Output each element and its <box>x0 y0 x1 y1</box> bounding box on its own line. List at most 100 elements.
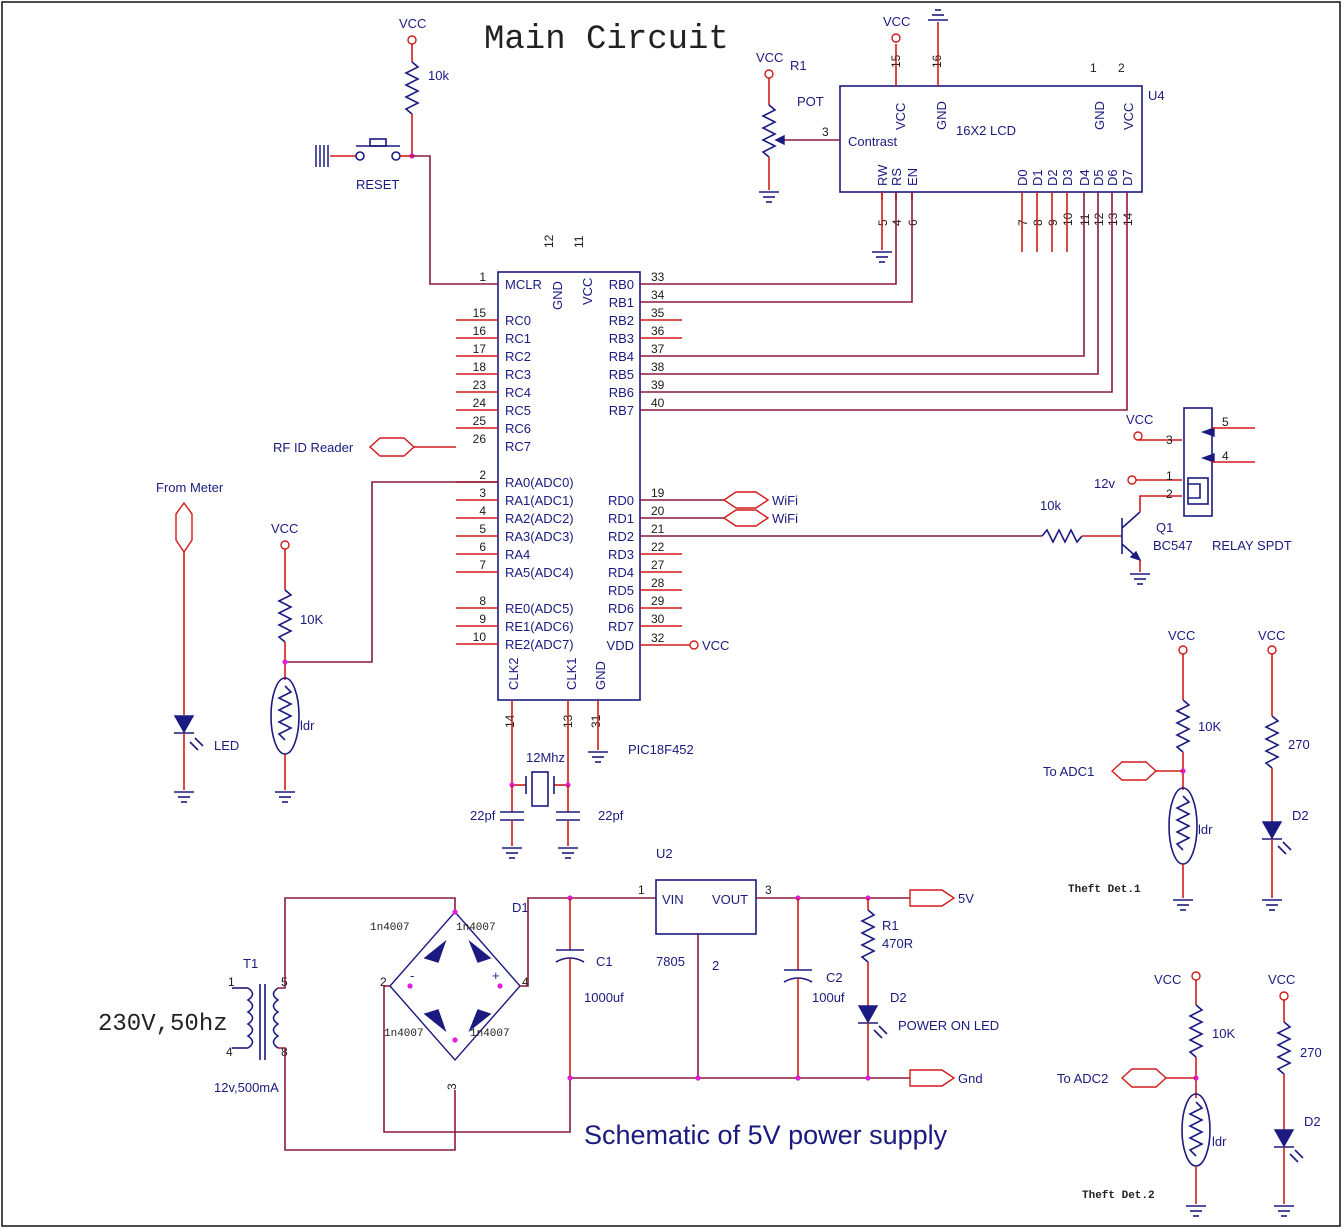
relay-pin-3: 3 <box>1166 433 1173 447</box>
pin-num: 19 <box>651 486 665 500</box>
reg-part: 7805 <box>656 954 685 969</box>
bridge-d3: 1n4007 <box>384 1028 424 1040</box>
q1-part: BC547 <box>1153 538 1193 553</box>
relay-pin-1: 1 <box>1166 469 1173 483</box>
vcc-d2-2-label: VCC <box>1268 972 1295 987</box>
pin-num: 36 <box>651 324 665 338</box>
c2-value: 100uf <box>812 990 845 1005</box>
pin-num: 8 <box>479 594 486 608</box>
c1-value: 1000uf <box>584 990 624 1005</box>
c1-label: C1 <box>596 954 613 969</box>
pin-num: 27 <box>651 558 665 572</box>
power-led-label: POWER ON LED <box>898 1018 999 1033</box>
lcd-pin-num: 13 <box>1106 212 1120 226</box>
bridge-pin-3: 3 <box>445 1083 459 1090</box>
pin-label: RB5 <box>609 367 634 382</box>
pin-num: 38 <box>651 360 665 374</box>
bridge-d2: 1n4007 <box>456 922 496 934</box>
lcd-pin-num: 5 <box>876 219 890 226</box>
pin-label: RB1 <box>609 295 634 310</box>
pin-clk2: CLK2 <box>506 657 521 690</box>
pin-gnd-bottom: GND <box>593 661 608 690</box>
pin-num: 30 <box>651 612 665 626</box>
c2-label: C2 <box>826 970 843 985</box>
lcd-pin-num: 10 <box>1061 212 1075 226</box>
pin-label: RD4 <box>608 565 634 580</box>
mains-label: 230V,50hz <box>98 1011 228 1038</box>
pin-num: 3 <box>479 486 486 500</box>
pin-label: RB2 <box>609 313 634 328</box>
pin-num: 21 <box>651 522 665 536</box>
lcd-pin-num: 6 <box>906 219 920 226</box>
pin-label: RC7 <box>505 439 531 454</box>
lcd-pin-num: 8 <box>1031 219 1045 226</box>
lcd-pin-num: 9 <box>1046 219 1060 226</box>
vcc-lcd-label: VCC <box>883 14 910 29</box>
mcu-name: PIC18F452 <box>628 742 694 757</box>
pin-label: RA0(ADC0) <box>505 475 574 490</box>
pin-num: 23 <box>473 378 487 392</box>
meter-led: From Meter LED <box>156 480 239 803</box>
theft-detector-2: VCC 10K To ADC2 ldr Theft Det.2 VCC 270 … <box>1057 971 1322 1217</box>
relay-pin-2: 2 <box>1166 487 1173 501</box>
lcd-pin-label: D0 <box>1015 169 1030 186</box>
wifi-label-1: WiFi <box>772 493 798 508</box>
theft1-label: Theft Det.1 <box>1068 884 1141 896</box>
t1-rating: 12v,500mA <box>214 1080 279 1095</box>
cap1-label: 22pf <box>470 808 496 823</box>
lcd-pin-1: 1 <box>1090 61 1097 75</box>
t1-label: T1 <box>243 956 258 971</box>
reg-pin-1: 1 <box>638 883 645 897</box>
lcd-vcc-2: VCC <box>1121 103 1136 130</box>
pin-label: RC0 <box>505 313 531 328</box>
pin-num-12: 12 <box>542 234 556 248</box>
pin-num: 4 <box>479 504 486 518</box>
pin-label: RD5 <box>608 583 634 598</box>
pin-num: 5 <box>479 522 486 536</box>
pin-num: 29 <box>651 594 665 608</box>
d2-2-label: D2 <box>1304 1114 1321 1129</box>
reset-label[interactable]: RESET <box>356 177 399 192</box>
vdd-vcc-label: VCC <box>702 638 729 653</box>
lcd-ref: U4 <box>1148 88 1165 103</box>
pin-num: 35 <box>651 306 665 320</box>
theft2-label: Theft Det.2 <box>1082 1190 1155 1202</box>
pin-label: RA3(ADC3) <box>505 529 574 544</box>
bridge-ref: D1 <box>512 900 529 915</box>
vcc-reset-label: VCC <box>399 16 426 31</box>
pin-num: 25 <box>473 414 487 428</box>
out-gnd: Gnd <box>958 1071 983 1086</box>
lcd-pin-16: 16 <box>930 54 944 68</box>
wifi-label-2: WiFi <box>772 511 798 526</box>
pin-num: 15 <box>473 306 487 320</box>
pin-label: RC2 <box>505 349 531 364</box>
bridge-pin-2: 2 <box>380 975 387 989</box>
pin-num: 40 <box>651 396 665 410</box>
theft2-resistor: 10K <box>1212 1026 1235 1041</box>
pin-label: RA2(ADC2) <box>505 511 574 526</box>
psu-subtitle: Schematic of 5V power supply <box>584 1120 948 1150</box>
to-adc1-label: To ADC1 <box>1043 764 1094 779</box>
cap2-label: 22pf <box>598 808 624 823</box>
pin-num: 26 <box>473 432 487 446</box>
v12-label: 12v <box>1094 476 1115 491</box>
bridge-minus: - <box>410 968 414 983</box>
relay-label: RELAY SPDT <box>1212 538 1292 553</box>
pin-num: 17 <box>473 342 487 356</box>
reg-ref: U2 <box>656 846 673 861</box>
lcd-pin-label: RW <box>875 164 890 186</box>
pin-label: RA5(ADC4) <box>505 565 574 580</box>
bridge-pin-4: 4 <box>522 975 529 989</box>
pin-label: RE1(ADC6) <box>505 619 574 634</box>
lcd-pin-num: 12 <box>1092 212 1106 226</box>
led-label: LED <box>214 738 239 753</box>
pin-label: RB7 <box>609 403 634 418</box>
t1-pin-1: 1 <box>228 975 235 989</box>
pin-label: RB0 <box>609 277 634 292</box>
lcd-pin-label: D7 <box>1120 169 1135 186</box>
pin-label: RB6 <box>609 385 634 400</box>
lcd-pin-label: D1 <box>1030 169 1045 186</box>
pin-num: 9 <box>479 612 486 626</box>
